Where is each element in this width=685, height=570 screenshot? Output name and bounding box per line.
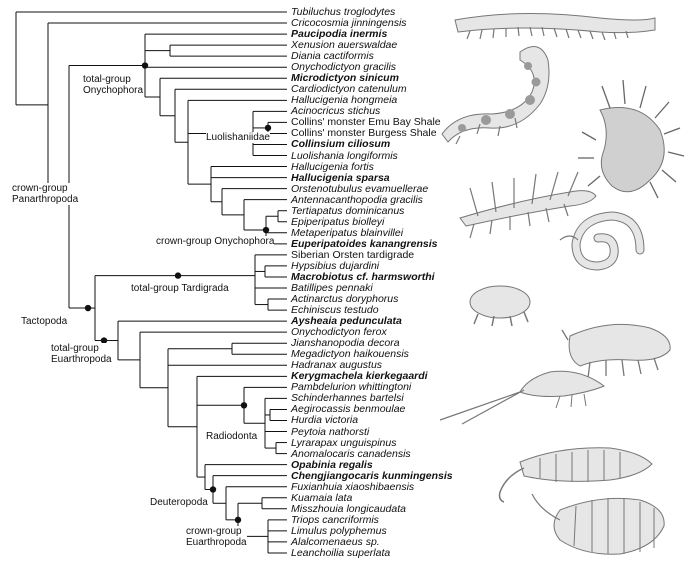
taxon-label: Batillipes pennaki: [291, 282, 373, 294]
taxon-label: Acinocricus stichus: [291, 105, 381, 118]
tardigrade-illustration: [469, 285, 531, 327]
taxon-label: Alalcomenaeus sp.: [291, 535, 380, 548]
taxon-label: Chengjiangocaris kunmingensis: [291, 469, 453, 482]
taxon-label: Schinderhannes bartelsi: [291, 392, 404, 405]
taxon-label: Actinarctus doryphorus: [291, 293, 399, 306]
taxon-label: Hurdia victoria: [291, 414, 359, 427]
taxon-label: Limulus polyphemus: [291, 524, 387, 537]
taxon-label: Euperipatoides kanangrensis: [291, 237, 438, 250]
taxon-label: Aegirocassis benmoulae: [291, 403, 406, 416]
clade-label-tactopoda: Tactopoda: [21, 316, 68, 327]
taxon-label: Misszhouia longicaudata: [291, 502, 406, 515]
taxon-label: Anomalocaris canadensis: [291, 447, 411, 460]
taxon-label: Collins' monster Emu Bay Shale: [291, 116, 441, 129]
onychophoran-illustration: [559, 211, 645, 271]
taxon-label: Luolishania longiformis: [291, 149, 398, 162]
taxon-label: Cardiodictyon catenulum: [291, 83, 407, 96]
taxon-label: Microdictyon sinicum: [291, 72, 399, 85]
taxon-label: Peytoia nathorsti: [291, 425, 370, 438]
taxon-label: Hadranax augustus: [291, 359, 383, 372]
kerygmachela-illustration: [439, 370, 605, 425]
taxon-label: Leanchoilia superlata: [291, 546, 391, 559]
aysheaia-illustration: [561, 323, 671, 379]
clade-label-radiodonta: Radiodonta: [206, 431, 258, 442]
clade-label-crown-onychophora: crown-group Onychophora: [156, 236, 275, 247]
taxon-label: Metaperipatus blainvillei: [291, 226, 404, 239]
taxon-label: Onychodictyon gracilis: [291, 61, 397, 74]
taxon-label: Lyrarapax unguispinus: [291, 436, 397, 449]
taxon-label: Hallucigenia hongmeia: [291, 94, 398, 107]
taxon-label: Hallucigenia fortis: [291, 160, 374, 173]
clade-label-total-tardigrada: total-group Tardigrada: [131, 283, 229, 294]
clade-label-deuteropoda: Deuteropoda: [150, 497, 208, 508]
taxon-label: Onychodictyon ferox: [291, 326, 387, 339]
taxon-label: Triops cancriformis: [291, 513, 379, 526]
taxon-label: Paucipodia inermis: [291, 28, 388, 41]
taxon-label: Xenusion auerswaldae: [291, 39, 398, 52]
taxon-label: Echiniscus testudo: [291, 304, 379, 317]
taxon-label: Tubiluchus troglodytes: [291, 6, 396, 18]
taxon-label: Cricocosmia jinningensis: [291, 17, 407, 30]
microdictyon-illustration: [441, 46, 550, 145]
taxon-label: Hypsibius dujardini: [291, 259, 380, 272]
taxon-label: Orstenotubulus evamuellerae: [291, 182, 429, 195]
taxon-label: Antennacanthopodia gracilis: [291, 193, 423, 206]
taxon-label: Collins' monster Burgess Shale: [291, 127, 437, 140]
lobopodian-worm-illustration: [454, 12, 656, 41]
taxon-label: Aysheaia pedunculata: [291, 315, 402, 328]
opabinia-illustration: [498, 447, 653, 503]
leanchoilia-illustration: [531, 493, 665, 555]
taxon-label: Pambdelurion whittingtoni: [291, 381, 412, 394]
taxon-label: Diania cactiformis: [291, 50, 374, 63]
taxon-label: Megadictyon haikouensis: [291, 348, 409, 361]
taxon-label: Epiperipatus biolleyi: [291, 215, 385, 228]
taxon-label: Tertiapatus dominicanus: [291, 204, 405, 217]
taxon-label: Kuamaia lata: [291, 491, 353, 504]
taxon-label: Fuxianhuia xiaoshibaensis: [291, 480, 415, 493]
taxon-label: Kerygmachela kierkegaardi: [291, 370, 428, 383]
hallucigenia-illustration: [459, 171, 597, 239]
taxon-label: Hallucigenia sparsa: [291, 171, 390, 184]
taxon-label: Collinsium ciliosum: [291, 138, 391, 151]
clade-label-luolishaniidae: Luolishaniidae: [206, 132, 270, 143]
taxon-label: Siberian Orsten tardigrade: [291, 248, 415, 261]
taxon-label: Jianshanopodia decora: [291, 337, 400, 350]
taxon-label: Opabinia regalis: [291, 458, 373, 471]
collinsium-illustration: [578, 79, 685, 199]
taxon-label: Macrobiotus cf. harmsworthi: [291, 270, 435, 283]
